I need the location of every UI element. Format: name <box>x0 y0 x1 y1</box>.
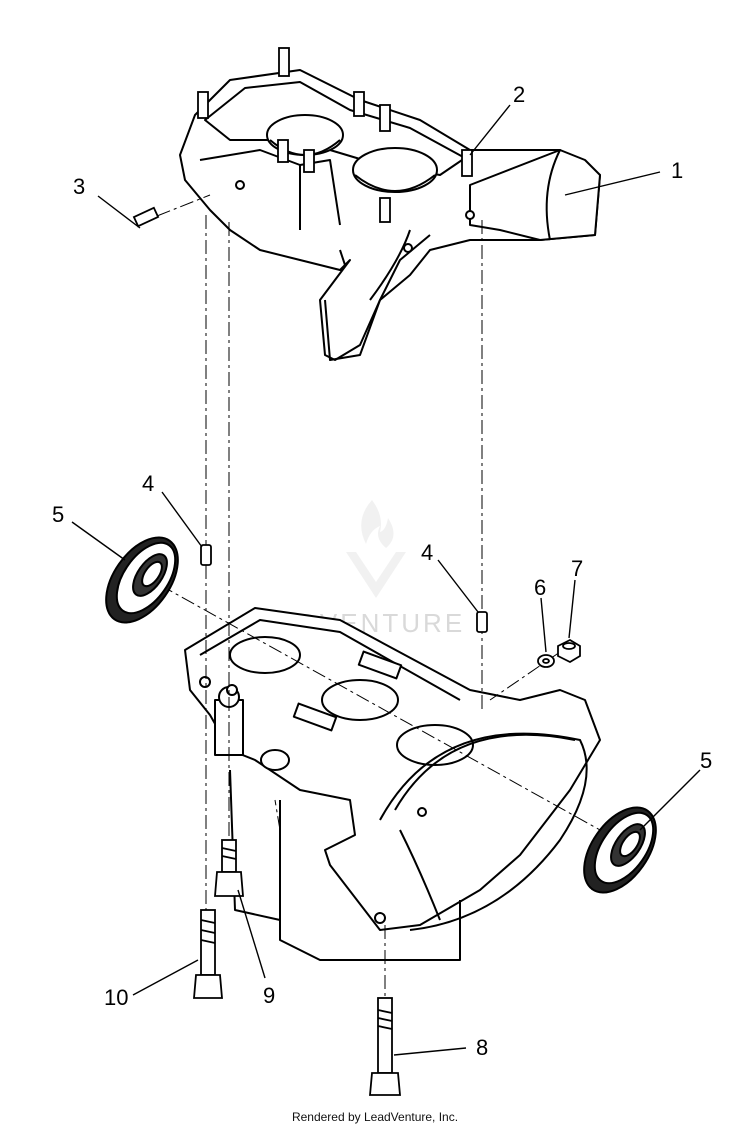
callout-3: 3 <box>73 174 85 199</box>
oil-seal-left <box>105 536 179 624</box>
oil-seal-right <box>583 806 657 894</box>
watermark-logo <box>346 500 406 598</box>
footer-credit: Rendered by LeadVenture, Inc. <box>291 1110 459 1124</box>
callout-10: 10 <box>104 985 128 1010</box>
nut-part-7 <box>557 638 581 664</box>
bolt-part-10 <box>193 909 223 999</box>
callout-2: 2 <box>513 82 525 107</box>
callout-4-left: 4 <box>142 471 154 496</box>
leader-lines <box>71 104 701 1056</box>
callout-9: 9 <box>263 983 275 1008</box>
callout-8: 8 <box>476 1035 488 1060</box>
callout-7: 7 <box>571 556 583 581</box>
dowel-pins <box>200 544 488 633</box>
callout-5-left: 5 <box>52 502 64 527</box>
bolt-part-8 <box>369 997 401 1096</box>
callout-4-right: 4 <box>421 540 433 565</box>
bolt-part-9 <box>214 839 244 897</box>
crankcase-studs <box>197 47 473 223</box>
washer-part-6 <box>537 654 555 668</box>
callout-5-right: 5 <box>700 748 712 773</box>
callout-6: 6 <box>534 575 546 600</box>
plug-part-3 <box>132 206 160 228</box>
lower-crankcase <box>184 607 601 961</box>
callout-1: 1 <box>671 158 683 183</box>
